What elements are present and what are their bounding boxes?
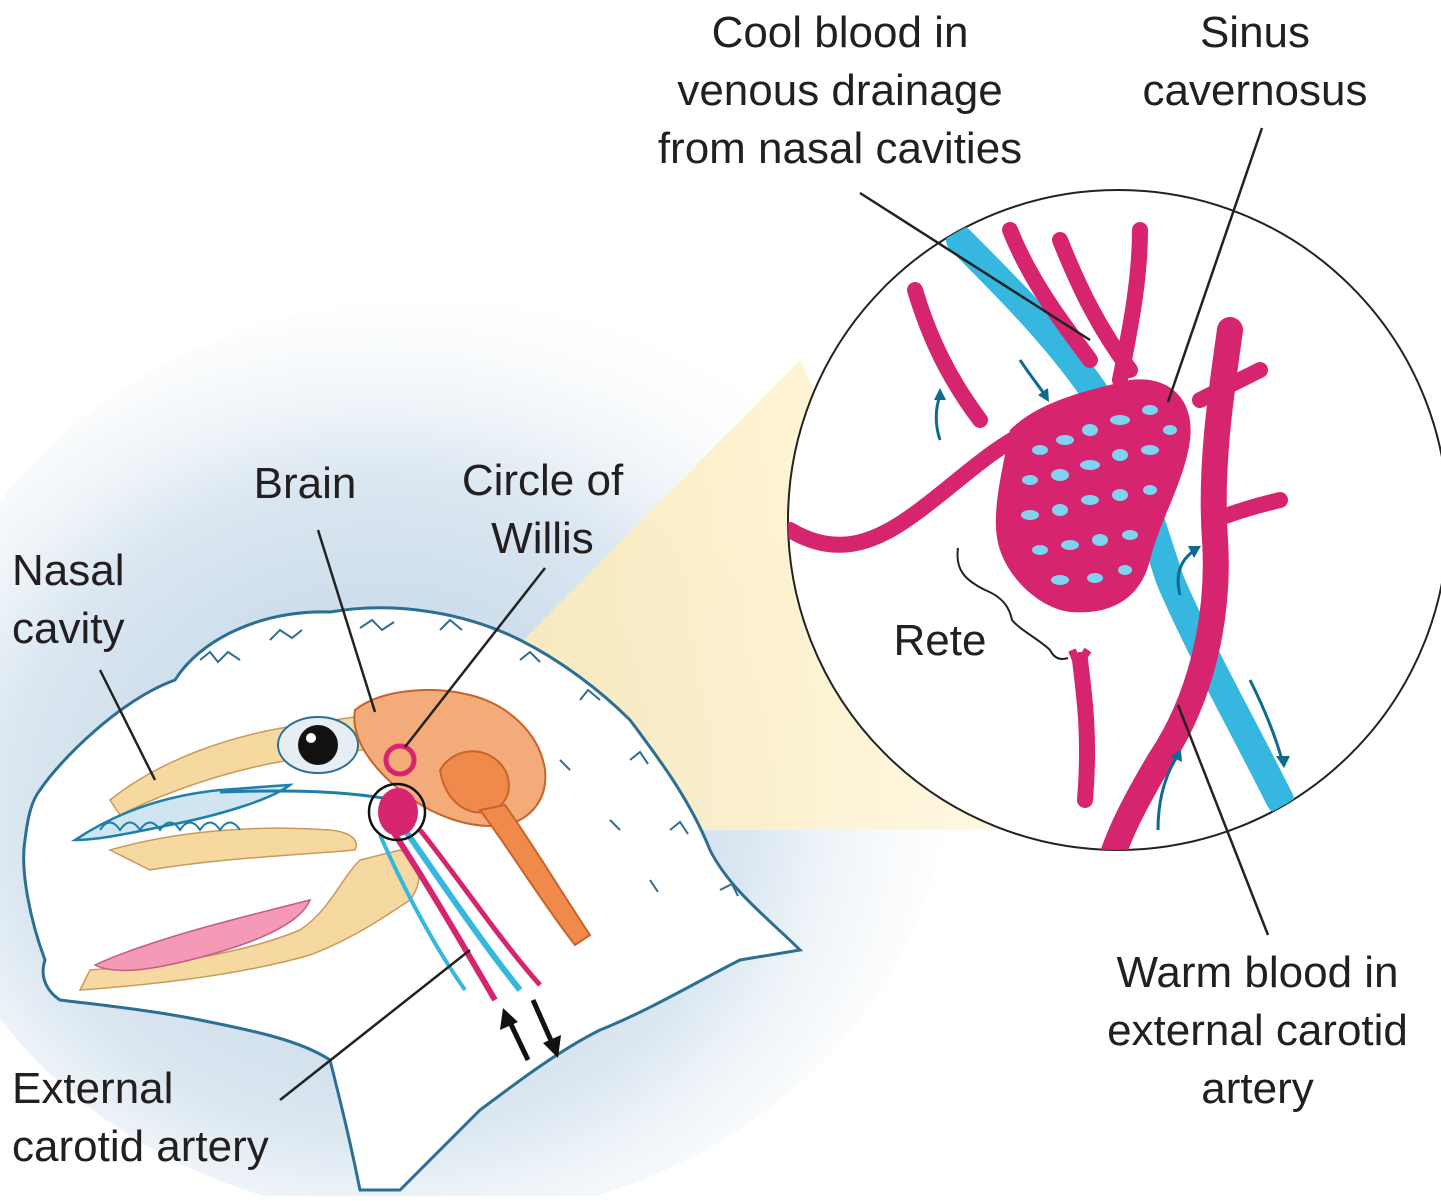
circle-of-willis-line-1: Circle of bbox=[430, 452, 655, 510]
eye-icon bbox=[298, 725, 338, 765]
label-external-carotid: External carotid artery bbox=[12, 1060, 269, 1176]
label-nasal-cavity: Nasal cavity bbox=[12, 542, 125, 658]
warm-blood-line-1: Warm blood in bbox=[1080, 944, 1435, 1002]
rete-small bbox=[378, 788, 418, 836]
brain-line-1: Brain bbox=[225, 455, 385, 513]
circle-of-willis-line-2: Willis bbox=[430, 510, 655, 568]
label-sinus-cavernosus: Sinus cavernosus bbox=[1110, 4, 1400, 120]
cool-blood-line-1: Cool blood in bbox=[620, 4, 1060, 62]
warm-blood-line-2: external carotid bbox=[1080, 1002, 1435, 1060]
nasal-cavity-line-1: Nasal bbox=[12, 542, 125, 600]
label-warm-blood: Warm blood in external carotid artery bbox=[1080, 944, 1435, 1118]
label-brain: Brain bbox=[225, 455, 385, 513]
label-circle-of-willis: Circle of Willis bbox=[430, 452, 655, 568]
cool-blood-line-3: from nasal cavities bbox=[620, 120, 1060, 178]
cool-blood-line-2: venous drainage bbox=[620, 62, 1060, 120]
warm-blood-line-3: artery bbox=[1080, 1060, 1435, 1118]
external-carotid-line-1: External bbox=[12, 1060, 269, 1118]
nasal-cavity-line-2: cavity bbox=[12, 600, 125, 658]
rete-line-1: Rete bbox=[880, 612, 1000, 670]
label-rete: Rete bbox=[880, 612, 1000, 670]
sinus-cavernosus-line-1: Sinus bbox=[1110, 4, 1400, 62]
sinus-cavernosus-line-2: cavernosus bbox=[1110, 62, 1400, 120]
eye-highlight bbox=[306, 733, 316, 743]
label-cool-blood: Cool blood in venous drainage from nasal… bbox=[620, 4, 1060, 178]
external-carotid-line-2: carotid artery bbox=[12, 1118, 269, 1176]
